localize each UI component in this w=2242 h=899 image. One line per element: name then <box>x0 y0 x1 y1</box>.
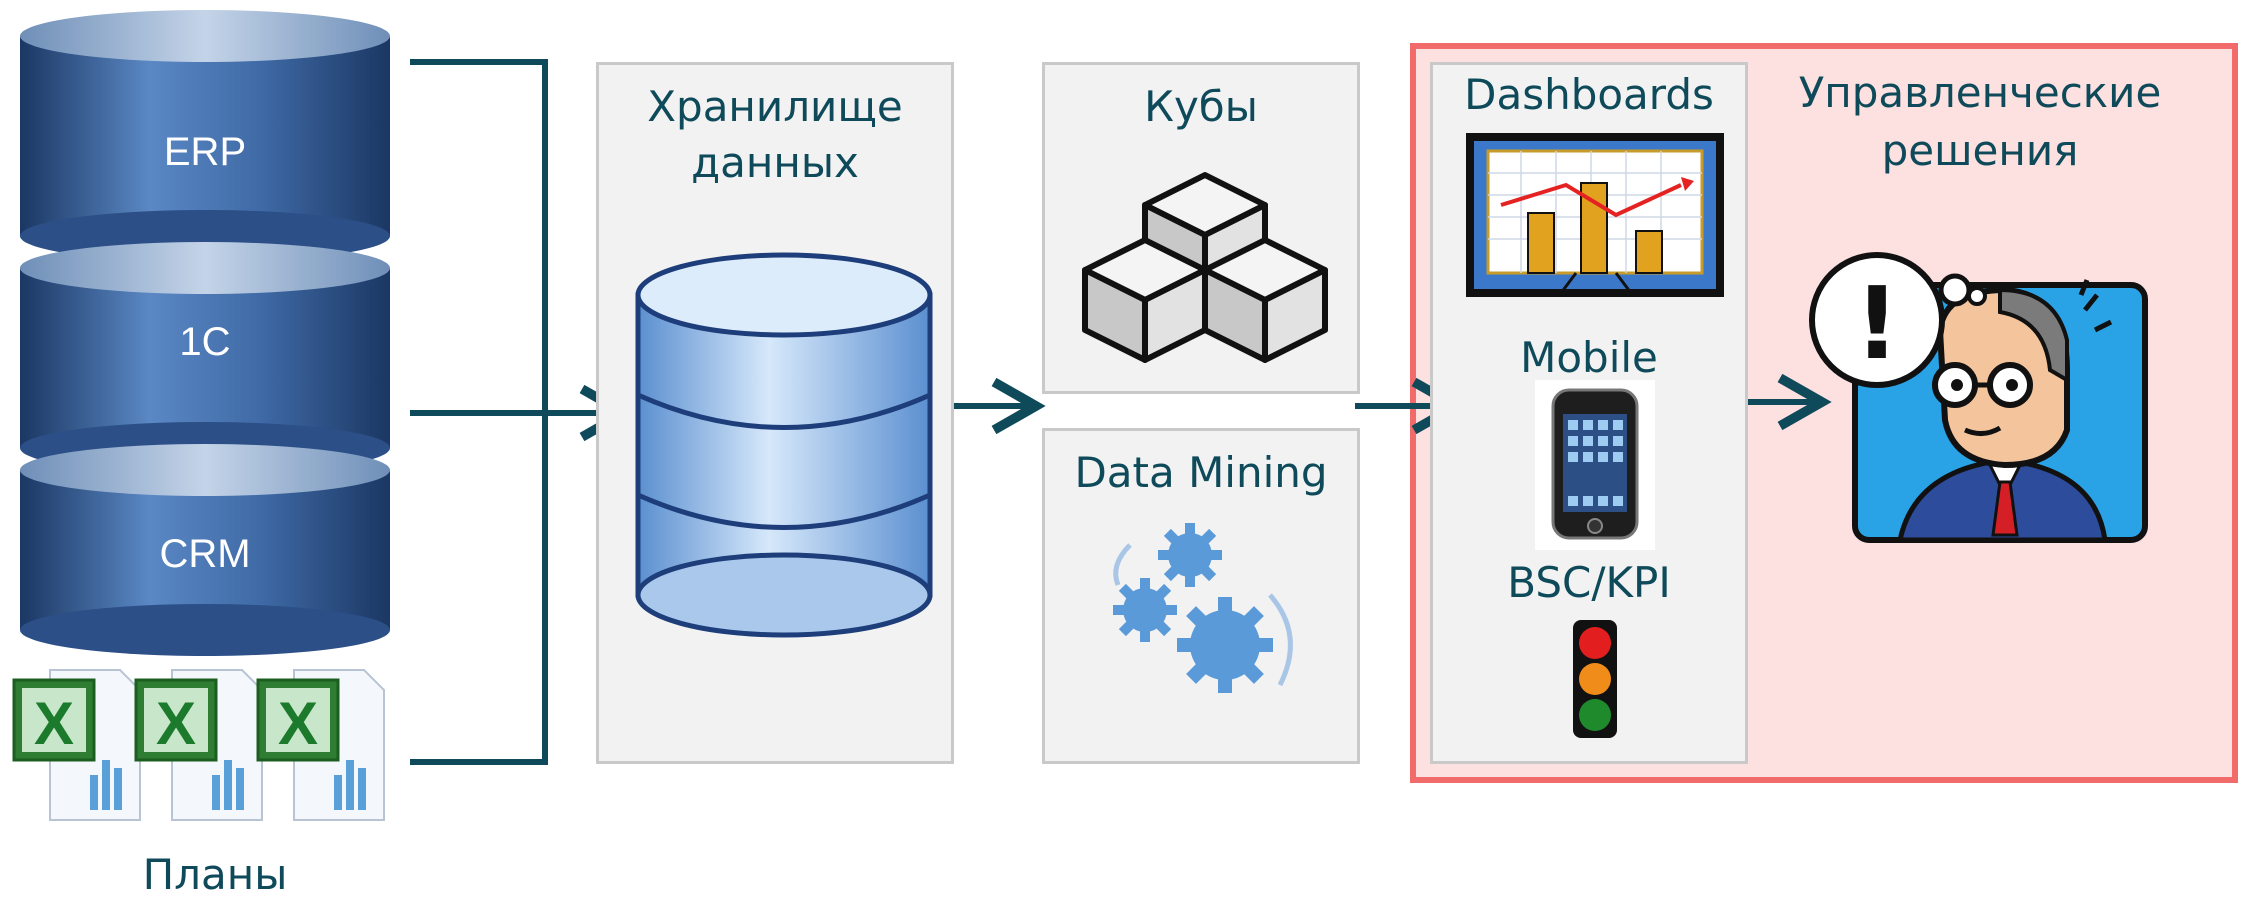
svg-text:!: ! <box>1854 265 1900 382</box>
mobile-title: Mobile <box>1520 333 1658 382</box>
crm-database-icon <box>20 444 390 656</box>
onec-label: 1C <box>179 320 231 364</box>
cubes-title: Кубы <box>1144 82 1258 131</box>
datamining-title: Data Mining <box>1074 448 1328 497</box>
manager-thinking-icon: ! <box>1809 252 2148 543</box>
excel-file-icon: X <box>12 669 141 821</box>
svg-text:X: X <box>34 690 74 757</box>
excel-plan-files: X X X <box>12 669 385 821</box>
decisions-title-line1: Управленческие <box>1798 68 2162 117</box>
decisions-title-line2: решения <box>1881 126 2079 175</box>
bsc-title: BSC/KPI <box>1507 558 1671 607</box>
excel-file-icon: X <box>134 669 263 821</box>
svg-text:X: X <box>156 690 196 757</box>
cubes-icon <box>1082 172 1328 363</box>
gears-icon <box>1113 523 1293 693</box>
traffic-light-icon <box>1573 620 1617 738</box>
warehouse-title-line1: Хранилище <box>647 82 903 131</box>
dashboard-chart-icon <box>1466 133 1724 297</box>
warehouse-title-line2: данных <box>691 138 859 187</box>
warehouse-database-icon <box>635 252 933 638</box>
excel-file-icon: X <box>256 669 385 821</box>
datamining-panel: Data Mining <box>1042 428 1360 764</box>
erp-label: ERP <box>163 130 247 174</box>
plans-label: Планы <box>142 850 288 899</box>
crm-label: CRM <box>159 532 251 576</box>
mobile-phone-icon <box>1535 380 1655 550</box>
source-databases <box>20 10 390 656</box>
dashboards-title: Dashboards <box>1464 70 1714 119</box>
svg-text:X: X <box>278 690 318 757</box>
